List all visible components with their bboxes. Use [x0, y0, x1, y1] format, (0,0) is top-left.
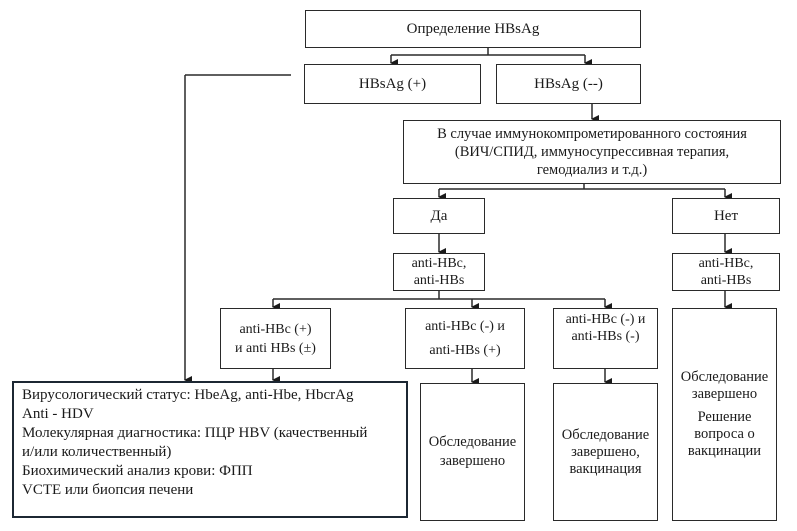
- no-tests-line: anti-HBs: [700, 273, 752, 288]
- workup-line: VCTE или биопсия печени: [22, 482, 194, 498]
- immunocompromised-line: (ВИЧ/СПИД, иммуносупрессивная терапия,: [454, 144, 730, 160]
- yes-box: Да: [393, 198, 485, 234]
- result-hbc-neg-hbs-neg-box: anti-HBc (-) и anti-HBs (-): [553, 308, 658, 369]
- hbsag-positive-label: HBsAg (+): [358, 76, 427, 92]
- workup-line: Вирусологический статус: HbeAg, anti-Hbe…: [22, 387, 354, 403]
- result-hbc-neg-hbs-neg-line: anti-HBc (-) и: [565, 312, 646, 327]
- no-tests-box: anti-HBc, anti-HBs: [672, 253, 780, 291]
- result-hbc-pos-line: anti-HBc (+): [239, 321, 312, 337]
- workup-box: Вирусологический статус: HbeAg, anti-Hbe…: [12, 381, 408, 518]
- result-hbc-neg-hbs-pos-line: anti-HBc (-) и: [425, 318, 505, 334]
- workup-line: и/или количественный): [22, 444, 172, 460]
- outcome-complete-line: завершено: [439, 453, 506, 469]
- hbsag-negative-box: HBsAg (--): [496, 64, 641, 104]
- outcome-complete-line: Обследование: [428, 434, 517, 450]
- outcome-vaccination-line: вакцинация: [569, 460, 642, 477]
- immunocompromised-box: В случае иммунокомпрометированного состо…: [403, 120, 781, 184]
- hbsag-positive-box: HBsAg (+): [304, 64, 481, 104]
- workup-line: Молекулярная диагностика: ПЦР HBV (качес…: [22, 425, 368, 441]
- outcome-no-line: Обследование: [680, 369, 769, 385]
- outcome-no-line: вопроса о: [694, 426, 755, 442]
- outcome-vaccination-line: завершено,: [571, 443, 640, 460]
- yes-tests-line: anti-HBs: [413, 273, 465, 288]
- result-hbc-neg-hbs-neg-line: anti-HBs (-): [571, 329, 640, 344]
- no-box: Нет: [672, 198, 780, 234]
- yes-tests-box: anti-HBc, anti-HBs: [393, 253, 485, 291]
- yes-tests-line: anti-HBc,: [411, 256, 467, 271]
- workup-line: Биохимический анализ крови: ФПП: [22, 463, 253, 479]
- outcome-no-line: Решение: [697, 409, 752, 425]
- yes-label: Да: [430, 208, 448, 224]
- outcome-complete-box: Обследование завершено: [420, 383, 525, 521]
- result-hbc-pos-line: и anti HBs (±): [235, 340, 316, 356]
- outcome-no-line: вакцинации: [687, 443, 762, 459]
- no-label: Нет: [713, 208, 739, 224]
- outcome-no-box: Обследование завершено Решение вопроса о…: [672, 308, 777, 521]
- workup-line: Anti - HDV: [22, 406, 94, 422]
- outcome-vaccination-line: Обследование: [561, 426, 650, 443]
- no-tests-line: anti-HBc,: [698, 256, 754, 271]
- hbsag-negative-label: HBsAg (--): [534, 76, 603, 92]
- outcome-vaccination-box: Обследование завершено, вакцинация: [553, 383, 658, 521]
- result-hbc-neg-hbs-pos-box: anti-HBc (-) и anti-HBs (+): [405, 308, 525, 369]
- title-box: Определение HBsAg: [305, 10, 641, 48]
- title-box-label: Определение HBsAg: [406, 21, 540, 37]
- immunocompromised-line: гемодиализ и т.д.): [536, 162, 648, 178]
- immunocompromised-line: В случае иммунокомпрометированного состо…: [437, 126, 747, 142]
- result-hbc-neg-hbs-pos-line: anti-HBs (+): [429, 342, 501, 358]
- result-hbc-pos-box: anti-HBc (+) и anti HBs (±): [220, 308, 331, 369]
- outcome-no-line: завершено: [691, 386, 758, 402]
